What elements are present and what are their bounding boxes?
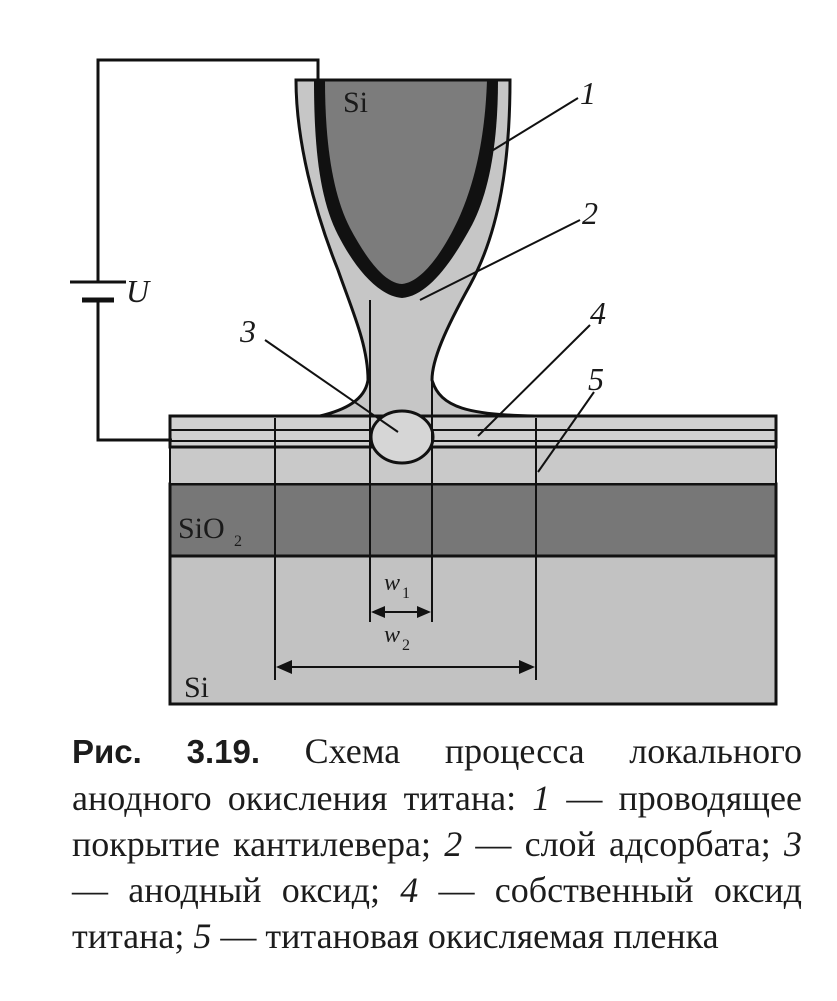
caption-intro: Схема процесса локального анодного окисл… xyxy=(72,731,802,818)
w2-arrowhead-right xyxy=(519,660,535,674)
caption-item-4-text: — собственный оксид титана; xyxy=(72,870,802,956)
label-3: 3 xyxy=(239,313,256,349)
w1-arrowhead-left xyxy=(371,606,385,618)
afm-oxidation-diagram: Si U SiO 2 Si w 1 w 2 1 2 3 4 5 xyxy=(70,58,778,706)
caption-item-1-text: — проводящее покрытие кантилевера; xyxy=(72,778,802,864)
native-titanium-oxide-layer xyxy=(168,414,778,449)
leader-3 xyxy=(264,339,399,433)
caption-item-2-number: 2 xyxy=(444,824,463,864)
leader-2 xyxy=(419,219,581,301)
label-1: 1 xyxy=(580,75,596,111)
titanium-film-layer xyxy=(169,446,777,485)
figure-caption: Рис. 3.19. Схема процесса локального ано… xyxy=(72,728,802,959)
si-substrate-layer xyxy=(168,554,778,706)
caption-item-2-text: — слой адсорбата; xyxy=(475,824,771,864)
caption-item-5-number: 5 xyxy=(193,916,212,956)
caption-item-1-number: 1 xyxy=(532,778,551,818)
label-4: 4 xyxy=(590,295,606,331)
caption-item-4-number: 4 xyxy=(400,870,419,910)
caption-item-3-text: — анодный оксид; xyxy=(72,870,380,910)
label-5: 5 xyxy=(588,361,604,397)
w2-label: w xyxy=(384,622,400,648)
w2-arrowhead-left xyxy=(276,660,292,674)
leader-4 xyxy=(477,324,591,437)
caption-item-3-number: 3 xyxy=(784,824,803,864)
leader-5 xyxy=(537,391,595,473)
si-tip-core xyxy=(325,80,487,284)
si-substrate-label: Si xyxy=(184,671,209,704)
w1-arrowhead-right xyxy=(417,606,431,618)
circuit-wire-lower xyxy=(96,300,172,442)
caption-item-5-text: — титановая окисляемая пленка xyxy=(220,916,719,956)
w2-subscript: 2 xyxy=(402,637,410,654)
w1-label: w xyxy=(384,570,400,596)
voltage-label: U xyxy=(126,273,151,309)
circuit-wire xyxy=(96,58,320,282)
leader-1 xyxy=(489,97,579,153)
sio2-subscript: 2 xyxy=(234,533,242,550)
si-tip-label: Si xyxy=(343,86,368,119)
label-2: 2 xyxy=(582,195,598,231)
sio2-layer xyxy=(168,482,778,558)
sio2-label: SiO xyxy=(178,512,225,545)
w1-subscript: 1 xyxy=(402,585,410,602)
figure-number: Рис. 3.19. xyxy=(72,733,261,770)
